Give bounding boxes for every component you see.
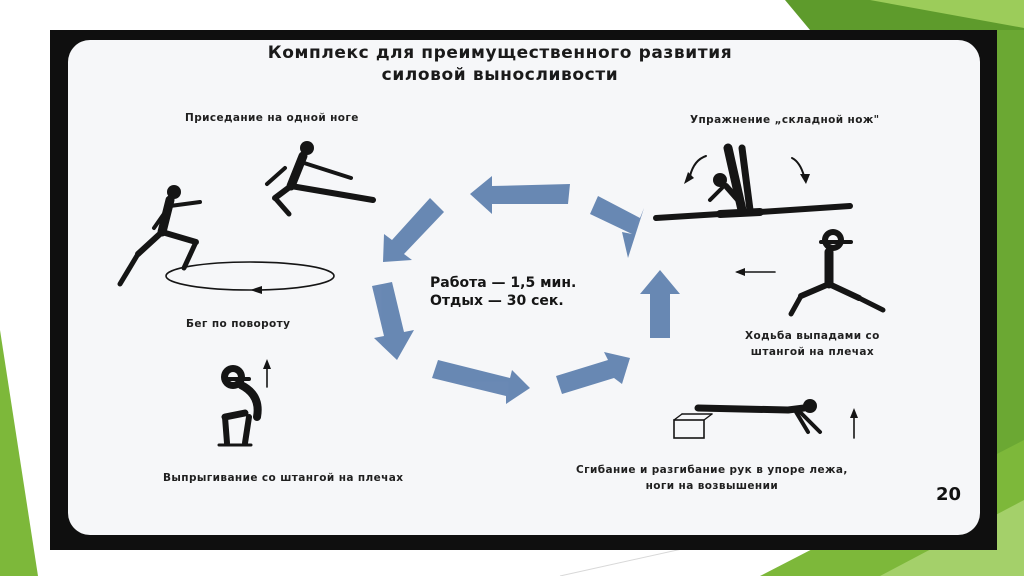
bottom-hairline	[559, 544, 701, 576]
right-edge-accent	[997, 30, 1024, 576]
left-edge-accent	[0, 330, 38, 576]
work-rest-text: Работа — 1,5 мин. Отдых — 30 сек.	[430, 274, 620, 310]
cycle-arrow	[432, 360, 530, 404]
rest-time: Отдых — 30 сек.	[430, 293, 564, 309]
jump-squat-figure	[217, 359, 271, 447]
jackknife-figure	[653, 143, 853, 221]
caption-jackknife: Упражнение „складной нож"	[690, 114, 880, 126]
caption-lunge-walk: Ходьба выпадами со штангой на плечах	[745, 328, 880, 360]
caption-lunge-walk-line2: штангой на плечах	[750, 346, 874, 358]
cycle-arrow	[372, 282, 414, 360]
caption-pushup-line2: ноги на возвышении	[645, 480, 779, 492]
caption-pushup: Сгибание и разгибание рук в упоре лежа, …	[576, 462, 848, 494]
cycle-arrow	[590, 196, 644, 258]
lunge-figure	[735, 229, 886, 317]
squat-figure	[265, 141, 376, 217]
title-line-1: Комплекс для преимущественного развития	[267, 43, 733, 63]
cycle-arrow	[556, 352, 630, 394]
work-time: Работа — 1,5 мин.	[430, 275, 577, 291]
cycle-arrow	[383, 198, 444, 262]
top-right-accent-light	[870, 0, 1024, 28]
page-number: 20	[936, 484, 962, 505]
caption-pushup-line1: Сгибание и разгибание рук в упоре лежа,	[576, 464, 848, 476]
caption-jump-barbell: Выпрыгивание со штангой на плечах	[163, 472, 404, 484]
pushup-figure	[673, 399, 858, 439]
title-line-2: силовой выносливости	[381, 65, 619, 85]
runner-figure	[117, 185, 335, 294]
caption-squat-one-leg: Приседание на одной ноге	[185, 112, 359, 124]
cycle-arrow	[640, 270, 680, 338]
poster-title: Комплекс для преимущественного развития …	[150, 42, 850, 86]
caption-run-turn: Бег по повороту	[186, 318, 291, 330]
caption-lunge-walk-line1: Ходьба выпадами со	[745, 330, 880, 342]
cycle-arrow	[470, 176, 570, 214]
